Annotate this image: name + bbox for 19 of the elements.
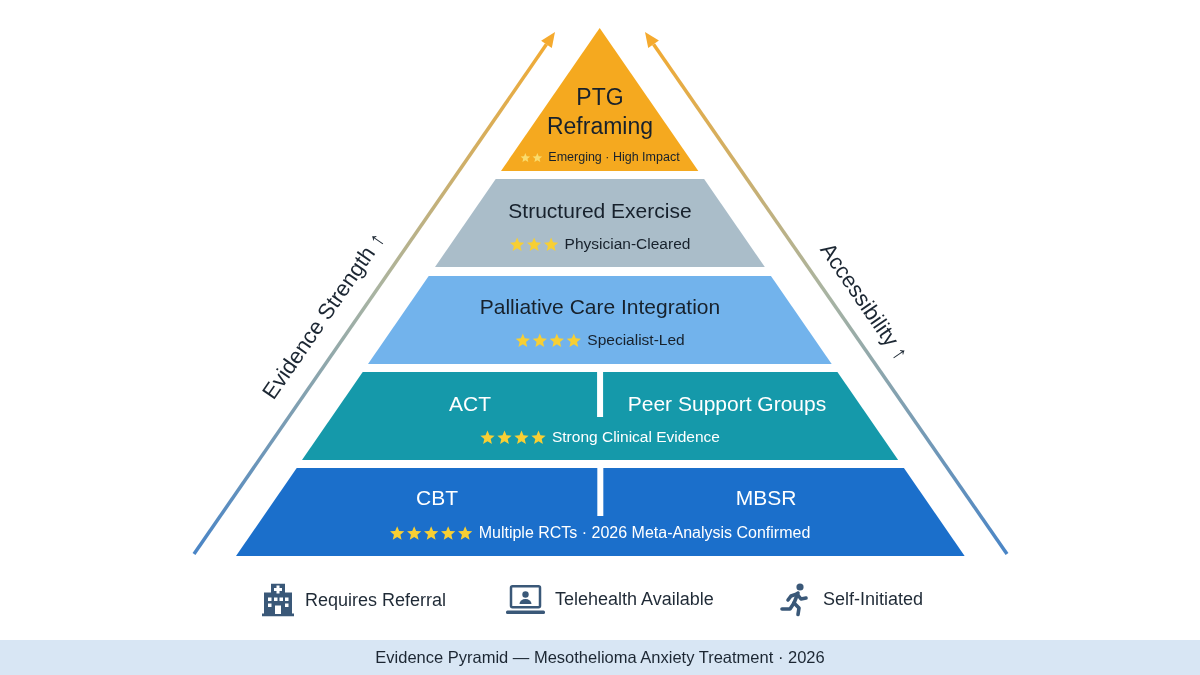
tier-title: PTG Reframing [546, 83, 654, 141]
pyramid-tier [501, 28, 699, 171]
tier-title: MBSR [735, 484, 797, 511]
tier-title: Palliative Care Integration [479, 293, 721, 320]
legend-label: Requires Referral [305, 589, 447, 611]
pyramid-tier [235, 468, 965, 556]
pyramid-tier [435, 179, 765, 267]
caption: Evidence Pyramid — Mesothelioma Anxiety Treatment · 2026 [375, 647, 825, 668]
tier-subtitle: Physician-Cleared [564, 234, 691, 254]
tier-title: Peer Support Groups [627, 390, 827, 417]
tier-subtitle: Strong Clinical Evidence [552, 427, 720, 447]
legend-label: Telehealth Available [555, 589, 714, 611]
tier-subtitle: Specialist-Led [587, 330, 685, 350]
tier-subtitle: Multiple RCTs · 2026 Meta-Analysis Confirmed [478, 523, 811, 543]
tier-title: Structured Exercise [508, 197, 692, 224]
tier-title: CBT [416, 484, 458, 511]
legend-label: Self-Initiated [823, 589, 924, 611]
tier-subtitle: Emerging · High Impact [548, 149, 680, 165]
tier-title: ACT [449, 390, 491, 417]
